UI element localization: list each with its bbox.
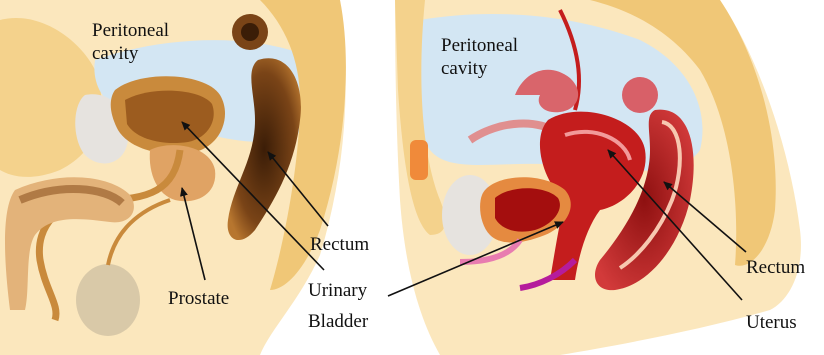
left-prostate-label: Prostate bbox=[168, 288, 229, 309]
right-rectum-label: Rectum bbox=[746, 257, 805, 278]
female-ovary bbox=[622, 77, 658, 113]
male-testis bbox=[76, 264, 140, 336]
right-uterus-label: Uterus bbox=[746, 312, 797, 333]
right-peritoneal-line2: cavity bbox=[441, 58, 488, 79]
urinary-bladder-line2: Bladder bbox=[308, 311, 369, 332]
urinary-bladder-line1: Urinary bbox=[308, 280, 368, 301]
right-peritoneal-line1: Peritoneal bbox=[441, 35, 518, 56]
left-peritoneal-line1: Peritoneal bbox=[92, 20, 169, 41]
female-fat-layer bbox=[410, 140, 428, 180]
left-rectum-label: Rectum bbox=[310, 234, 369, 255]
left-peritoneal-line2: cavity bbox=[92, 43, 139, 64]
urinary-bladder-label: Urinary Bladder bbox=[308, 280, 372, 332]
male-colon-lumen bbox=[241, 23, 259, 41]
